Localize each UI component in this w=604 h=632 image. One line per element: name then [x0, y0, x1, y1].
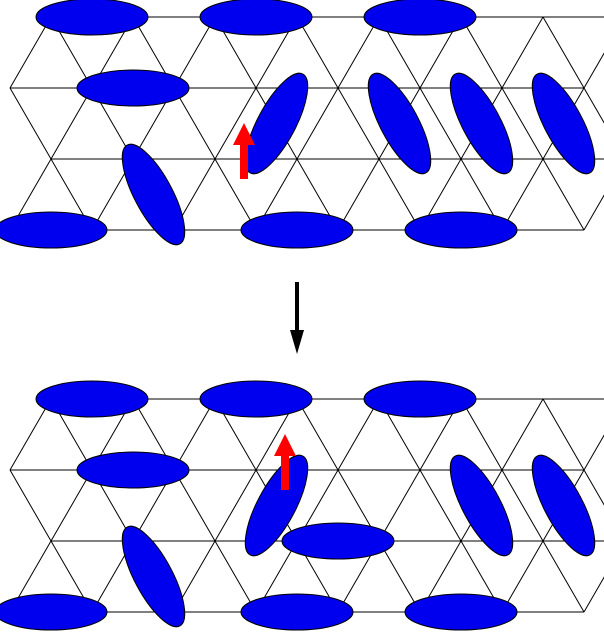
lattice-diagonal-line: [501, 16, 544, 89]
lattice-diagonal-line: [542, 158, 585, 231]
lattice-diagonal-line: [501, 540, 544, 613]
dimer-ellipse-2: [363, 380, 477, 418]
dimer-ellipse-4: [244, 72, 309, 175]
dimer-ellipse-5: [367, 72, 432, 175]
dimer-ellipse-8: [121, 525, 186, 628]
lattice-diagonal-line: [501, 398, 544, 471]
lattice-diagonal-line: [501, 158, 544, 231]
dimer-ellipse-2: [363, 0, 477, 36]
triangular-lattice-after: [9, 398, 604, 613]
lattice-diagonal-line: [337, 16, 380, 89]
dimers-after: [0, 380, 596, 631]
dimer-ellipse-7: [531, 72, 596, 175]
lattice-diagonal-line: [9, 469, 52, 542]
lattice-diagonal-line: [173, 87, 216, 160]
dimer-ellipse-0: [35, 0, 149, 36]
lattice-diagonal-line: [583, 469, 604, 506]
dimer-ellipse-0: [35, 380, 149, 418]
lattice-diagonal-line: [214, 469, 257, 542]
lattice-diagonal-line: [337, 398, 380, 471]
lattice-diagonal-line: [9, 87, 52, 160]
lattice-diagonal-line: [542, 540, 585, 613]
lattice-diagonal-line: [583, 434, 604, 471]
dimer-ellipse-6: [531, 454, 596, 557]
lattice-diagonal-line: [378, 540, 421, 613]
lattice-diagonal-line: [337, 87, 380, 160]
transition-arrow-shape: [290, 282, 304, 354]
defect-arrow-after: [274, 434, 296, 490]
lattice-diagonal-line: [337, 158, 380, 231]
lattice-diagonal-line: [296, 87, 339, 160]
panel-before: [0, 0, 604, 249]
lattice-diagonal-line: [419, 87, 462, 160]
dimer-ellipse-6: [449, 72, 514, 175]
dimer-ellipse-11: [404, 593, 518, 631]
lattice-diagonal-line: [214, 540, 257, 613]
dimer-ellipse-3: [76, 451, 190, 489]
lattice-diagonal-line: [296, 16, 339, 89]
lattice-diagonal-line: [50, 469, 93, 542]
dimer-ellipse-4: [244, 454, 309, 557]
lattice-diagonal-line: [173, 16, 216, 89]
dimer-ellipse-1: [199, 0, 313, 36]
lattice-diagonal-line: [9, 16, 52, 89]
defect-arrow-before: [233, 123, 255, 179]
lattice-diagonal-line: [214, 158, 257, 231]
lattice-diagonal-line: [296, 398, 339, 471]
dimer-ellipse-1: [199, 380, 313, 418]
transition-arrow: [290, 282, 304, 354]
defect-arrow: [233, 123, 255, 179]
dimer-ellipse-5: [449, 454, 514, 557]
lattice-diagonal-line: [378, 158, 421, 231]
panel-after: [0, 380, 604, 631]
lattice-diagonal-line: [542, 16, 585, 89]
lattice-diagonal-line: [378, 469, 421, 542]
dimer-ellipse-9: [0, 593, 108, 631]
lattice-diagonal-line: [501, 87, 544, 160]
dimer-ellipse-9: [0, 211, 108, 249]
dimer-ellipse-10: [240, 211, 354, 249]
lattice-diagonal-line: [583, 576, 604, 613]
lattice-diagonal-line: [460, 16, 503, 89]
lattice-diagonal-line: [460, 398, 503, 471]
lattice-diagonal-line: [583, 194, 604, 231]
lattice-diagonal-line: [583, 52, 604, 89]
dimer-ellipse-7: [281, 522, 395, 560]
dimer-ellipse-10: [240, 593, 354, 631]
lattice-diagonal-line: [214, 87, 257, 160]
defect-arrow: [274, 434, 296, 490]
lattice-diagonal-line: [542, 398, 585, 471]
lattice-diagonal-line: [173, 469, 216, 542]
dimer-ellipse-11: [404, 211, 518, 249]
lattice-diagonal-line: [9, 398, 52, 471]
dimer-ellipse-8: [121, 143, 186, 246]
lattice-diagonal-line: [501, 469, 544, 542]
lattice-diagonal-line: [583, 87, 604, 124]
dimer-ellipse-3: [76, 69, 190, 107]
lattice-diagonal-line: [50, 87, 93, 160]
dimers-before: [0, 0, 596, 249]
triangular-lattice-before: [9, 16, 604, 231]
lattice-diagonal-line: [173, 398, 216, 471]
lattice-diagonal-line: [419, 469, 462, 542]
